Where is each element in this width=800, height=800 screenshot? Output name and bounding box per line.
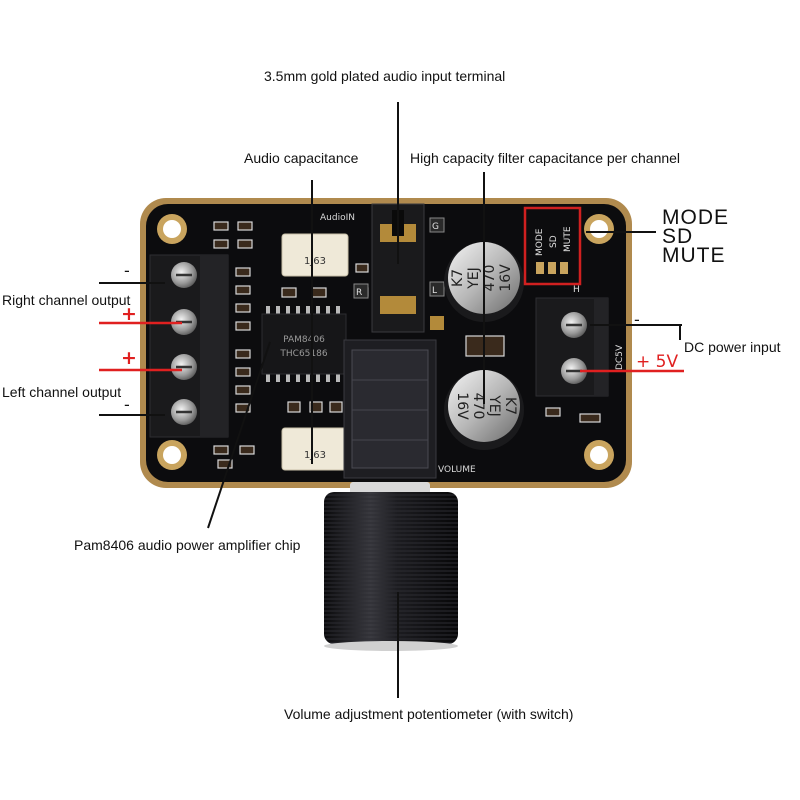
svg-text:16V: 16V (454, 392, 470, 420)
terminal-screw (171, 399, 197, 425)
mute-label: MUTE (662, 244, 726, 267)
volume-knob (324, 482, 458, 651)
callout-right-channel-output: Right channel output (2, 292, 131, 308)
svg-text:1J63: 1J63 (304, 256, 326, 267)
minus-sign: - (124, 395, 130, 414)
callout-amplifier-chip: Pam8406 audio power amplifier chip (74, 537, 301, 553)
svg-text:G: G (432, 222, 439, 232)
svg-text:470: 470 (470, 393, 486, 420)
svg-text:PAM8406: PAM8406 (283, 335, 325, 345)
svg-text:VOLUME: VOLUME (438, 465, 476, 475)
plus-sign: + (121, 347, 137, 369)
filter-capacitor-bottom: K7 YEJ 470 16V (444, 370, 524, 450)
potentiometer-body: VOLUME (343, 339, 476, 479)
output-terminal-block (149, 254, 229, 438)
svg-text:R: R (356, 288, 362, 298)
amplifier-chip: PAM8406 THC65186 (261, 306, 347, 382)
svg-text:K7: K7 (450, 269, 466, 287)
terminal-screw (171, 354, 197, 380)
svg-text:THC65186: THC65186 (279, 349, 327, 359)
callout-dc-power-input: DC power input (684, 339, 781, 355)
smd-components (213, 221, 601, 469)
svg-text:YEJ: YEJ (486, 394, 502, 417)
svg-text:H: H (573, 285, 580, 295)
callout-volume-potentiometer: Volume adjustment potentiometer (with sw… (284, 706, 574, 722)
mounting-hole (157, 440, 187, 470)
polarity-signs: - + + - - + 5V (121, 261, 678, 414)
svg-text:1J63: 1J63 (304, 450, 326, 461)
terminal-screw (561, 358, 587, 384)
mounting-hole (584, 440, 614, 470)
mounting-hole (157, 214, 187, 244)
svg-text:MUTE: MUTE (563, 226, 573, 252)
audio-capacitor-bottom: 1J63 (281, 427, 349, 471)
svg-text:K7: K7 (502, 397, 518, 415)
svg-text:16V: 16V (498, 264, 514, 292)
leader-lines (99, 102, 682, 698)
sd-label: SD (662, 225, 694, 248)
svg-text:SD: SD (549, 235, 559, 248)
plus-sign: + (121, 303, 137, 325)
mode-header: MODE SD MUTE H (523, 206, 582, 295)
callout-left-channel-output: Left channel output (2, 384, 122, 400)
callout-audio-input-terminal: 3.5mm gold plated audio input terminal (264, 68, 506, 84)
red-wires (99, 321, 684, 373)
voltage-label: + 5V (636, 352, 678, 372)
minus-sign: - (124, 261, 130, 280)
mode-label: MODE (662, 206, 729, 229)
svg-text:YEJ: YEJ (466, 267, 482, 290)
svg-text:DC5V: DC5V (615, 344, 625, 370)
terminal-screw (171, 262, 197, 288)
audio-capacitor-top: 1J63 (281, 233, 349, 277)
svg-text:MODE: MODE (535, 228, 545, 256)
callout-audio-capacitance: Audio capacitance (244, 150, 359, 166)
svg-text:470: 470 (482, 265, 498, 292)
minus-sign: - (634, 310, 640, 329)
svg-text:L: L (432, 286, 437, 296)
mounting-hole (584, 214, 614, 244)
terminal-screw (561, 312, 587, 338)
callout-filter-capacitance: High capacity filter capacitance per cha… (410, 150, 681, 166)
svg-text:AudioIN: AudioIN (320, 213, 355, 223)
